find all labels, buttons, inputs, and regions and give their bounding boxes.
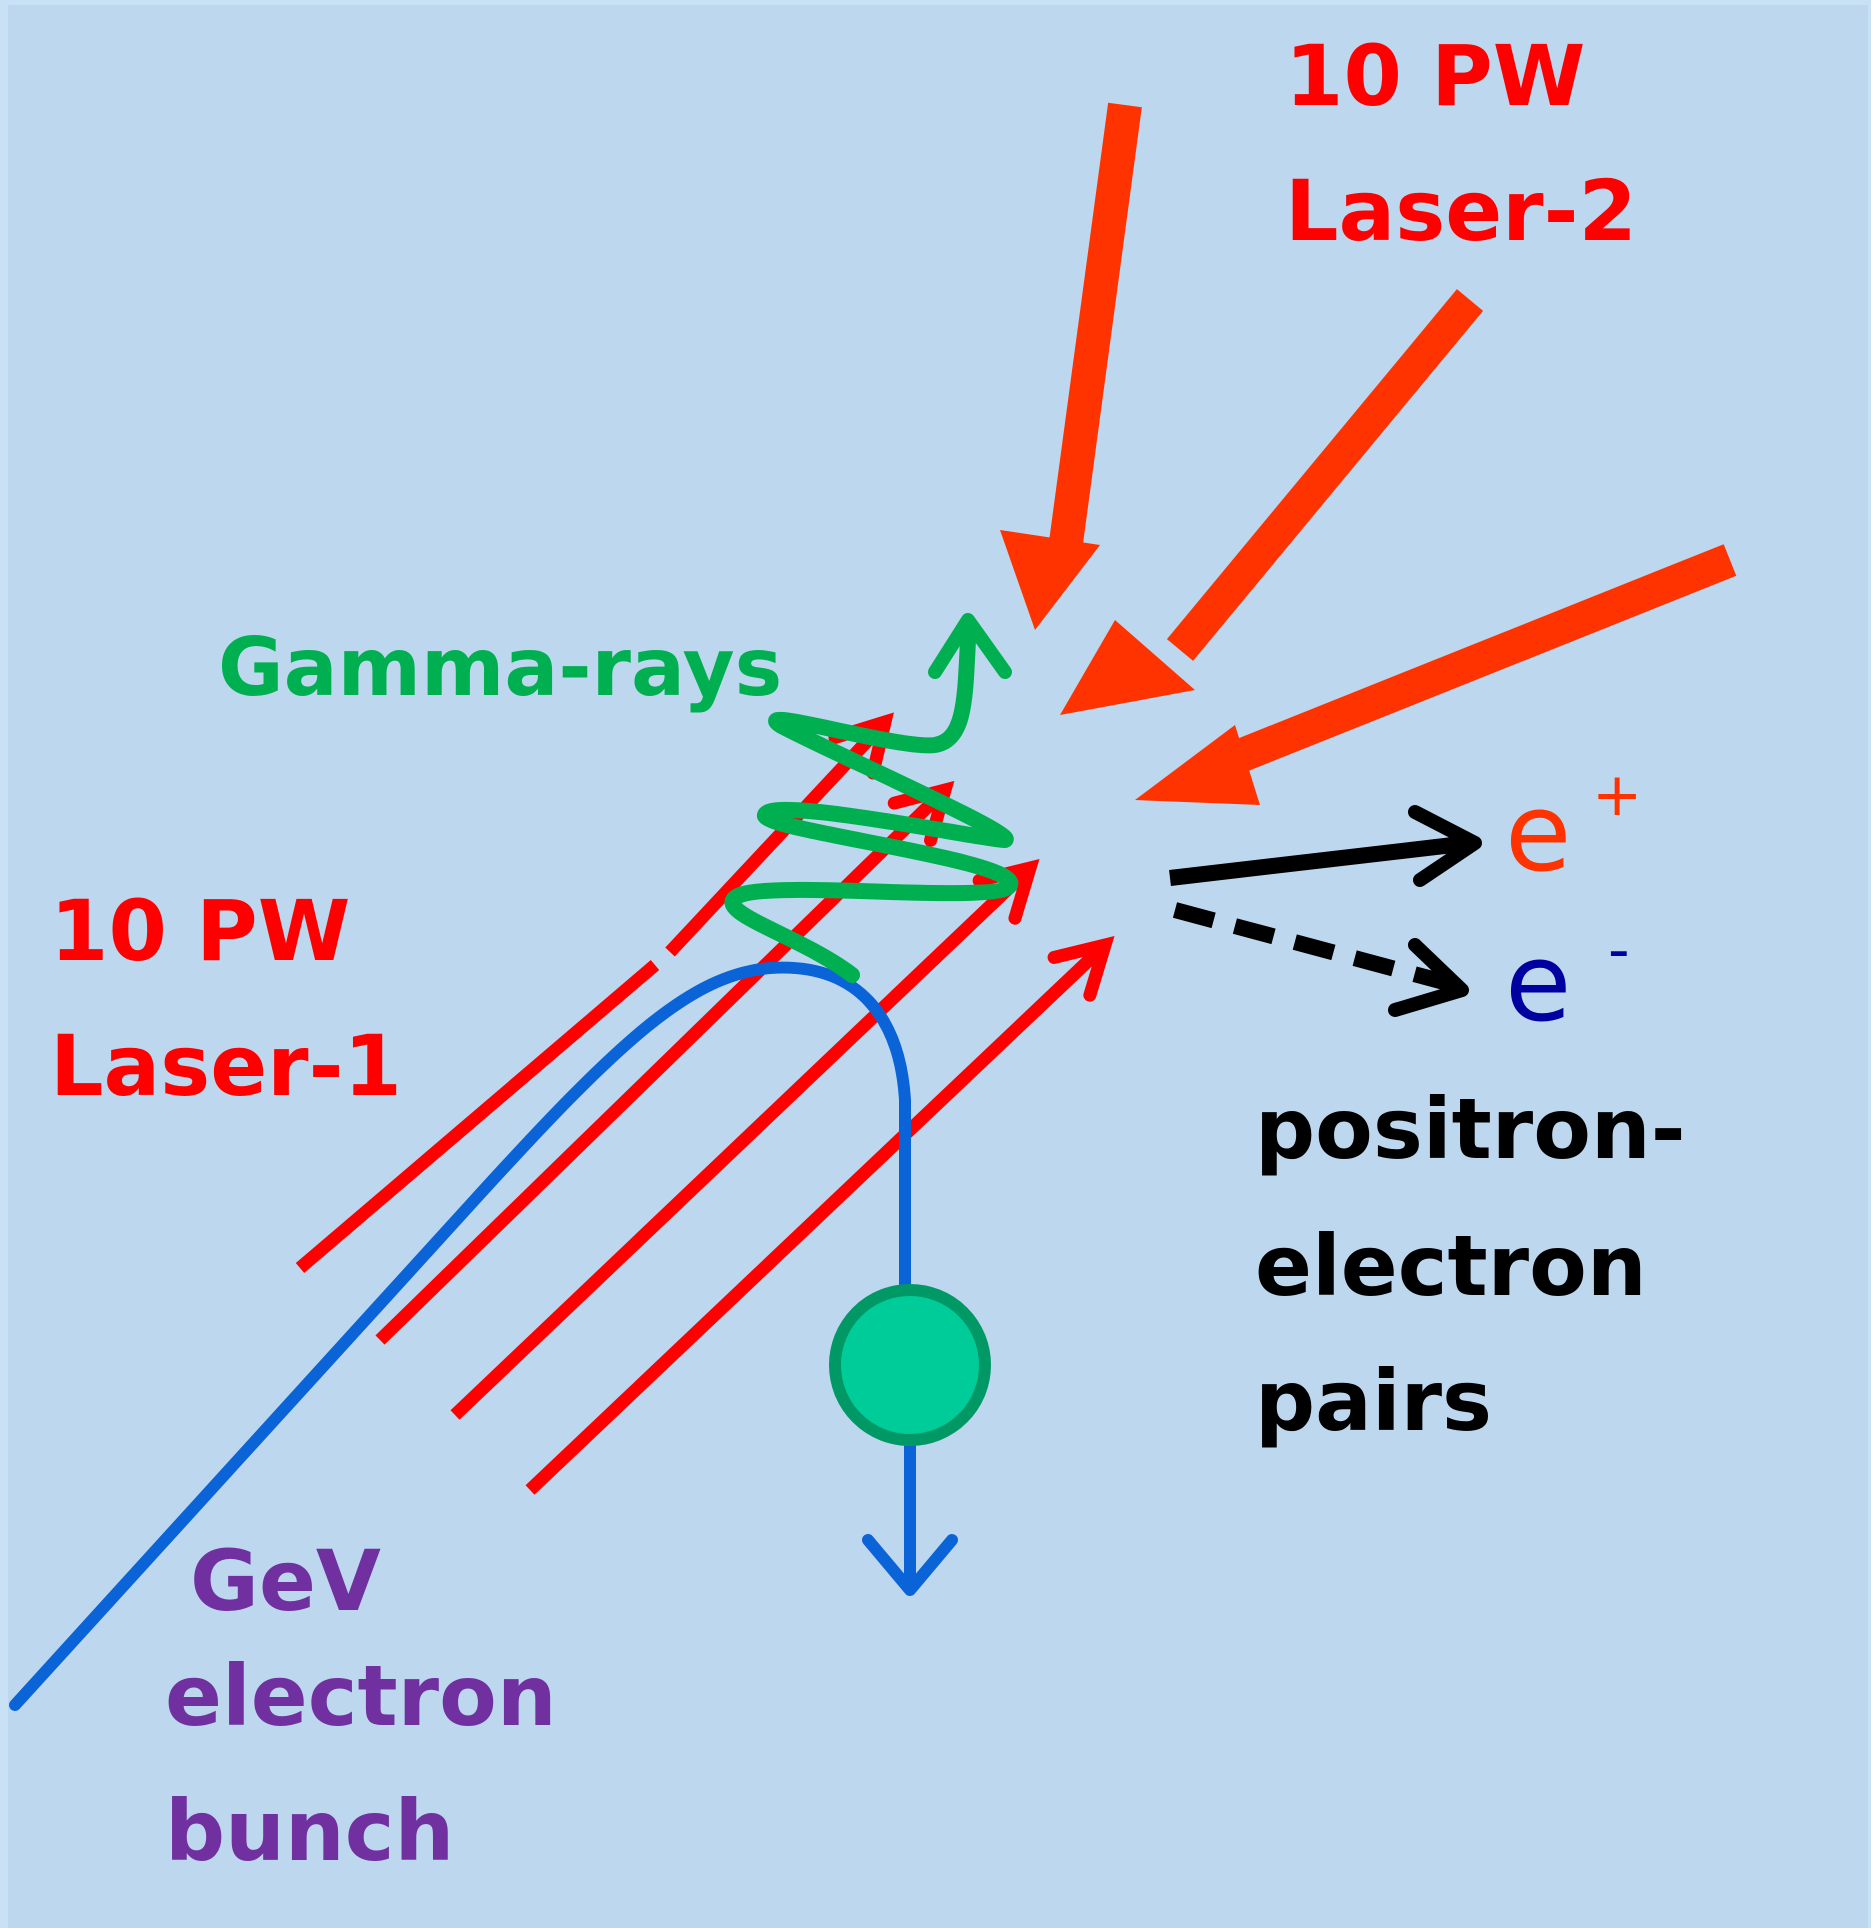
pairs-label-line1: positron- bbox=[1255, 1080, 1686, 1178]
pairs-label-line3: pairs bbox=[1255, 1352, 1492, 1450]
laser-2-label-name: Laser-2 bbox=[1285, 162, 1637, 260]
laser-1-beam bbox=[295, 960, 660, 1273]
electron-arrow bbox=[1172, 902, 1469, 1017]
electron-charge: - bbox=[1608, 915, 1630, 985]
positron-charge: + bbox=[1592, 760, 1642, 830]
laser-2-beam bbox=[1135, 544, 1737, 805]
pairs-label-line2: electron bbox=[1255, 1217, 1647, 1315]
laser-2-beam bbox=[1060, 289, 1484, 715]
electron-symbol: e bbox=[1505, 921, 1571, 1046]
bunch-label-line3: bunch bbox=[165, 1782, 454, 1880]
positron-symbol: e bbox=[1505, 771, 1571, 896]
laser-1-beam bbox=[450, 858, 1040, 1420]
positron-arrow bbox=[1169, 805, 1482, 887]
arrow-down-icon bbox=[862, 1534, 958, 1596]
arrow-up-icon bbox=[928, 613, 1012, 679]
laser-2-label-power: 10 PW bbox=[1285, 27, 1585, 125]
laser-2-arrowhead bbox=[1000, 530, 1100, 630]
laser-2-beam bbox=[1000, 102, 1142, 630]
laser-1-beam bbox=[375, 780, 955, 1345]
electron-bunch-marker bbox=[829, 1284, 991, 1446]
bunch-label-line2: electron bbox=[165, 1647, 557, 1745]
laser-2-arrowhead bbox=[1135, 725, 1260, 805]
gamma-rays-label: Gamma-rays bbox=[218, 621, 782, 714]
bunch-label-line1: GeV bbox=[190, 1532, 381, 1630]
electron-trajectory bbox=[9, 961, 958, 1711]
laser-1-label-name: Laser-1 bbox=[50, 1017, 402, 1115]
laser-1-label-power: 10 PW bbox=[50, 882, 350, 980]
diagram-background bbox=[8, 5, 1868, 1928]
laser-2-arrowhead bbox=[1060, 620, 1195, 715]
laser-1-beam bbox=[525, 935, 1115, 1495]
laser-2-beams bbox=[1000, 102, 1737, 805]
gamma-ray-helix bbox=[724, 613, 1018, 983]
